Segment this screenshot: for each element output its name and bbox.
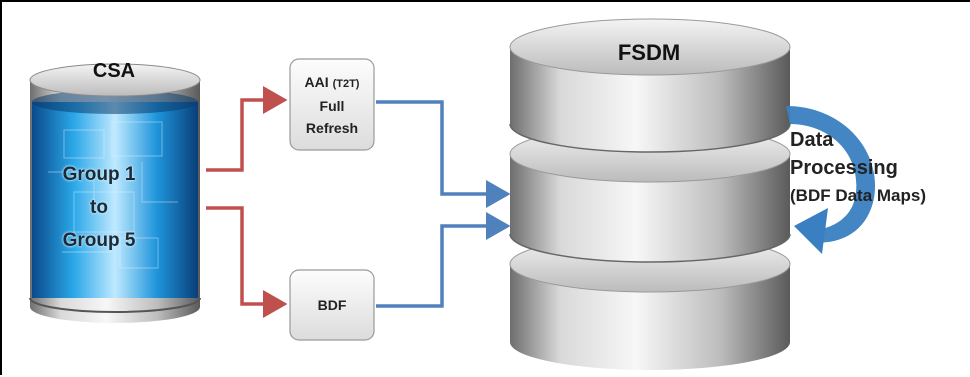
fsdm-title: FSDM [617, 40, 681, 65]
processing-line-1: Data [790, 129, 834, 151]
bdf-process-box: BDF [290, 270, 374, 340]
processing-line-2: Processing [790, 157, 898, 179]
csa-group-label: Group 1 to Group 5 [34, 158, 164, 257]
aai-process-box-shape [289, 58, 375, 151]
csa-group-line-1: Group 1 [62, 164, 136, 185]
aai-box-suffix: (T2T) [332, 77, 360, 90]
csa-group-line-3: Group 5 [62, 230, 136, 251]
csa-database-icon [29, 63, 201, 323]
bdf-box-label: BDF [317, 297, 347, 313]
processing-line-3: (BDF Data Maps) [790, 186, 927, 205]
aai-box-line-1: AAI (T2T) [290, 71, 374, 95]
csa-group-line-2: to [90, 197, 108, 218]
aai-box-line-2: Full [319, 97, 345, 114]
aai-process-box: AAI (T2T) Full Refresh [290, 59, 374, 150]
red-connector-arrows [206, 86, 288, 318]
curved-processing-arrow-icon [786, 106, 876, 254]
aai-box-line-3: Refresh [305, 119, 359, 136]
fsdm-database-icon [509, 18, 791, 370]
bdf-process-box-shape [289, 269, 375, 341]
processing-label: Data Processing (BDF Data Maps) [790, 126, 970, 210]
csa-title: CSA [92, 60, 136, 82]
blue-connector-arrows [376, 100, 511, 308]
aai-box-prefix: AAI [304, 73, 329, 90]
